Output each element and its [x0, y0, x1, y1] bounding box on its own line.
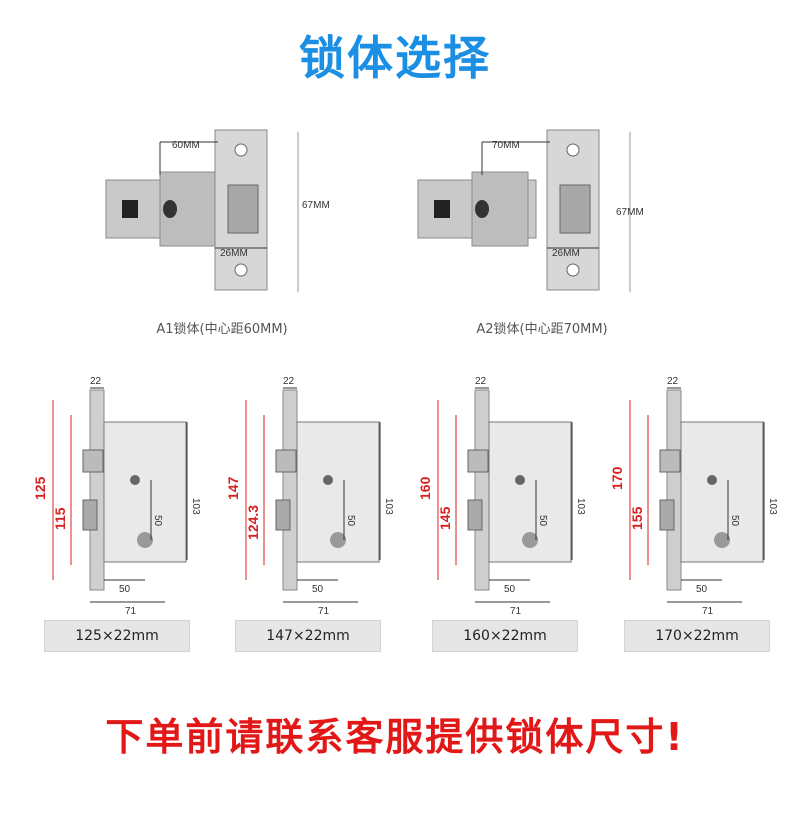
latch-a1-center-label: 60MM: [172, 140, 200, 151]
mortise-147-face-label: 22: [283, 376, 295, 387]
mortise-125-backset-label: 50: [119, 584, 131, 595]
mortise-170-depth-label: 71: [702, 606, 714, 615]
mortise-170-backset-label: 50: [696, 584, 708, 595]
mortise-147-body-label: 103: [383, 498, 394, 515]
mortise-147-spacing-label: 50: [345, 515, 356, 527]
mortise-147-size-bar: 147×22mm: [235, 620, 381, 652]
mortise-125-body-label: 103: [190, 498, 201, 515]
mortise-125-outer-label: 125: [35, 476, 48, 500]
mortise-147-outer-label: 147: [228, 476, 241, 500]
mortise-125-face-label: 22: [90, 376, 102, 387]
latch-a2-center-label: 70MM: [492, 140, 520, 151]
mortise-170-inner-label: 155: [629, 506, 645, 530]
mortise-125-spacing-label: 50: [152, 515, 163, 527]
mortise-170-body-label: 103: [767, 498, 778, 515]
latch-a2-width-label: 26MM: [552, 248, 580, 259]
mortise-125-size-bar: 125×22mm: [44, 620, 190, 652]
mortise-160-outer-label: 160: [420, 476, 433, 500]
latch-a1-height-label: 67MM: [302, 200, 330, 211]
mortise-160-spacing-label: 50: [537, 515, 548, 527]
mortise-160-depth-label: 71: [510, 606, 522, 615]
mortise-170-image: 170 155 22 103 50 50 71: [609, 370, 790, 617]
page-title: 锁体选择: [299, 31, 491, 85]
mortise-147-backset-label: 50: [312, 584, 324, 595]
contact-warning: 下单前请联系客服提供锁体尺寸!: [105, 715, 685, 759]
mortise-160-backset-label: 50: [504, 584, 516, 595]
mortise-170-size-bar: 170×22mm: [624, 620, 770, 652]
latch-a2-caption: A2锁体(中心距70MM): [476, 322, 608, 337]
latch-a2-height-label: 67MM: [616, 207, 644, 218]
mortise-170-spacing-label: 50: [729, 515, 740, 527]
latch-a1-caption: A1锁体(中心距60MM): [156, 322, 288, 337]
latch-a1-image: 60MM 67MM 26MM: [100, 120, 350, 300]
mortise-147-inner-label: 124.3: [245, 505, 261, 540]
mortise-147-depth-label: 71: [318, 606, 330, 615]
mortise-125-depth-label: 71: [125, 606, 137, 615]
mortise-147-image: 147 124.3 22 103 50 50 71: [225, 370, 408, 617]
mortise-160-face-label: 22: [475, 376, 487, 387]
mortise-160-image: 160 145 22 103 50 50 71: [417, 370, 600, 617]
mortise-125-image: 125 115 22 103 50 50 71: [32, 370, 215, 617]
mortise-170-outer-label: 170: [612, 466, 625, 490]
mortise-170-face-label: 22: [667, 376, 679, 387]
latch-a2-image: 70MM 67MM 26MM: [412, 120, 662, 300]
mortise-125-inner-label: 115: [52, 507, 68, 530]
mortise-160-size-bar: 160×22mm: [432, 620, 578, 652]
mortise-160-inner-label: 145: [437, 506, 453, 530]
latch-a1-width-label: 26MM: [220, 248, 248, 259]
mortise-160-body-label: 103: [575, 498, 586, 515]
